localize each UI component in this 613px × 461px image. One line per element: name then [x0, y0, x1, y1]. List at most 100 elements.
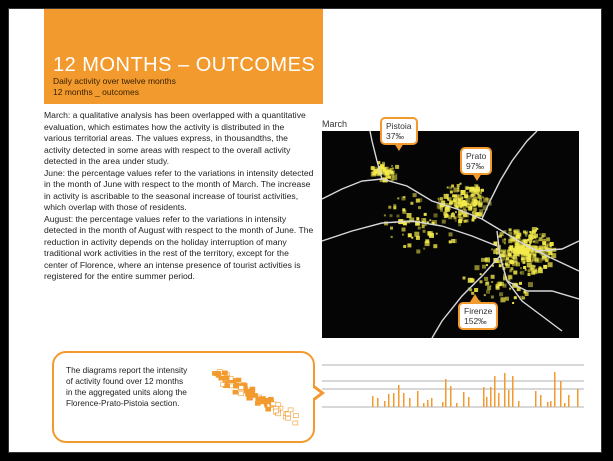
activity-dot	[459, 206, 462, 209]
activity-dot	[515, 239, 520, 244]
callout-city: Pistoia	[386, 121, 412, 131]
activity-dot	[538, 249, 543, 254]
activity-dot	[469, 288, 473, 292]
activity-dot	[449, 190, 453, 194]
activity-bar	[568, 395, 570, 407]
activity-dot	[433, 244, 438, 249]
activity-dot	[500, 297, 506, 303]
activity-dot	[453, 194, 459, 200]
activity-dot	[523, 258, 526, 261]
activity-dot	[448, 232, 453, 237]
activity-dot	[487, 286, 492, 291]
activity-dot	[526, 257, 532, 262]
note-box: The diagrams report the intensity of act…	[52, 351, 315, 443]
activity-dot	[418, 198, 423, 203]
unit-cell	[265, 406, 272, 412]
activity-dot	[463, 212, 469, 218]
activity-dot	[521, 257, 525, 261]
activity-dot	[370, 166, 375, 171]
activity-dot	[383, 214, 386, 217]
activity-dot	[543, 238, 546, 241]
activity-dot	[456, 206, 460, 209]
activity-dot	[524, 249, 530, 255]
activity-dot	[467, 206, 472, 210]
activity-dot	[447, 197, 452, 202]
activity-dot	[451, 212, 454, 215]
unit-cell	[270, 401, 277, 407]
activity-dot	[508, 246, 513, 251]
activity-dot	[493, 250, 497, 255]
activity-dot	[467, 187, 470, 190]
activity-dot	[537, 257, 543, 263]
activity-dot	[491, 248, 494, 251]
activity-dot	[393, 204, 397, 208]
activity-dot	[530, 251, 533, 254]
unit-cell	[224, 383, 230, 388]
activity-dot	[531, 248, 535, 252]
activity-dot	[542, 241, 547, 246]
activity-bar	[388, 394, 390, 407]
activity-dot	[523, 290, 527, 294]
callout-tail	[470, 294, 480, 302]
activity-dot	[517, 232, 522, 237]
activity-dot	[547, 262, 553, 268]
activity-dot	[403, 245, 407, 248]
activity-dot	[520, 270, 525, 275]
activity-dot	[502, 250, 505, 253]
activity-dot	[370, 171, 376, 177]
activity-dot	[511, 255, 515, 259]
activity-dot	[485, 281, 490, 286]
activity-dot	[455, 199, 461, 204]
activity-dot	[401, 196, 406, 201]
unit-cell	[267, 396, 274, 402]
activity-bar	[577, 389, 579, 407]
activity-dot	[480, 188, 484, 192]
activity-dot	[514, 250, 520, 256]
activity-dot	[539, 267, 542, 270]
activity-dot	[465, 200, 470, 205]
activity-dot	[441, 219, 446, 224]
activity-bar	[445, 379, 447, 407]
activity-dot	[520, 239, 524, 243]
activity-dot	[392, 167, 394, 170]
activity-dot	[498, 264, 502, 268]
activity-dot	[446, 203, 451, 208]
callout-tail	[472, 173, 482, 181]
activity-bar	[490, 387, 492, 407]
activity-dot	[486, 264, 488, 267]
activity-dot	[379, 178, 384, 183]
activity-dot	[531, 270, 536, 275]
activity-bar	[393, 393, 395, 407]
activity-dot	[478, 212, 483, 217]
activity-bar	[427, 400, 429, 407]
activity-dot	[541, 233, 546, 238]
activity-bar	[417, 391, 419, 407]
unit-cell	[285, 415, 291, 421]
activity-dot	[512, 261, 517, 267]
activity-dot	[518, 244, 523, 249]
activity-dot	[532, 267, 535, 270]
activity-dot	[463, 199, 468, 204]
subtitle-2: 12 months _ outcomes	[53, 87, 139, 97]
activity-dot	[524, 292, 529, 296]
activity-dot	[443, 215, 447, 219]
activity-dot	[406, 213, 412, 218]
activity-dot	[538, 237, 543, 242]
activity-dot	[468, 206, 473, 211]
paragraph-june: June: the percentage values refer to the…	[44, 167, 314, 213]
activity-dot	[503, 255, 505, 258]
activity-bar	[423, 403, 425, 407]
activity-dot	[423, 212, 427, 216]
activity-dot	[507, 249, 510, 253]
activity-dot	[500, 253, 505, 258]
activity-dot	[513, 252, 516, 256]
activity-dot	[472, 214, 477, 219]
activity-dot	[505, 264, 510, 269]
activity-dot	[522, 244, 526, 248]
activity-dot	[470, 201, 473, 204]
activity-dot	[464, 185, 469, 190]
note-text: The diagrams report the intensity of act…	[66, 365, 188, 408]
activity-dot	[395, 164, 400, 169]
activity-map-graphic	[321, 130, 580, 339]
activity-bar	[463, 392, 465, 407]
